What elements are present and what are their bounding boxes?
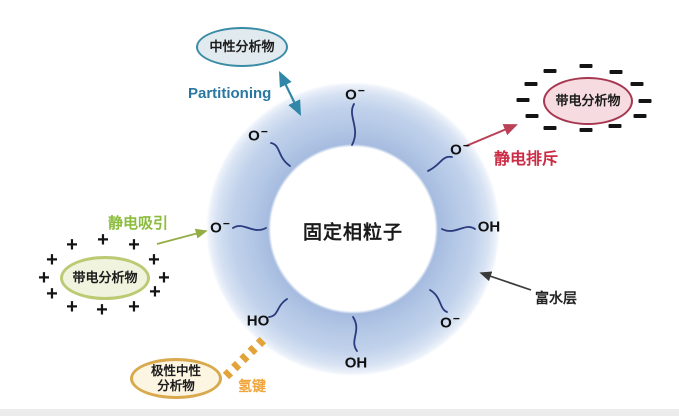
plus-charge-icon: + bbox=[66, 234, 78, 256]
plus-charge-icon: + bbox=[46, 249, 58, 271]
charged-analyte-positive-label: 带电分析物 bbox=[72, 269, 138, 285]
minus-charge-icon bbox=[543, 69, 557, 73]
electrostatic-repulsion-label: 静电排斥 bbox=[494, 151, 559, 168]
squiggle-bottom bbox=[352, 316, 358, 352]
plus-charge-icon: + bbox=[148, 249, 160, 271]
plus-charge-icon: + bbox=[97, 229, 109, 251]
squiggle-top bbox=[351, 103, 357, 146]
partitioning-double-arrow bbox=[279, 71, 301, 116]
minus-charge-icon bbox=[638, 99, 652, 103]
plus-charge-icon: + bbox=[128, 296, 140, 318]
charged-analyte-positive-ellipse: 带电分析物 bbox=[60, 256, 150, 300]
plus-charge-icon: + bbox=[66, 296, 78, 318]
squiggle-right bbox=[441, 226, 476, 232]
attraction-arrow bbox=[156, 228, 208, 245]
plus-charge-icon: + bbox=[46, 283, 58, 305]
plus-charge-icon: + bbox=[96, 299, 108, 321]
polar-neutral-analyte-ellipse: 极性中性 分析物 bbox=[130, 358, 222, 399]
functional-group-top: O− bbox=[345, 83, 365, 104]
minus-charge-icon bbox=[609, 70, 623, 74]
neutral-analyte-ellipse: 中性分析物 bbox=[196, 27, 288, 67]
plus-charge-icon: + bbox=[158, 267, 170, 289]
water-layer-arrow bbox=[479, 271, 532, 291]
hydrogen-bond-label: 氢键 bbox=[238, 378, 266, 394]
charged-analyte-negative-label: 带电分析物 bbox=[555, 92, 621, 108]
minus-charge-icon bbox=[579, 128, 593, 132]
functional-group-right: OH bbox=[477, 218, 501, 236]
functional-group-upper-right: O− bbox=[450, 138, 470, 159]
polar-neutral-analyte-label: 极性中性 分析物 bbox=[151, 364, 201, 393]
polar-label-line1: 极性中性 bbox=[150, 364, 201, 379]
electrostatic-attraction-label: 静电吸引 bbox=[108, 215, 169, 232]
minus-charge-icon bbox=[524, 82, 538, 86]
squiggle-lower-right bbox=[429, 289, 448, 313]
squiggle-lower-left bbox=[268, 298, 288, 318]
functional-group-lower-left: HO bbox=[246, 312, 270, 330]
hydrogen-bond-dashes bbox=[222, 332, 271, 380]
minus-charge-icon bbox=[579, 64, 593, 68]
minus-charge-icon bbox=[633, 114, 647, 118]
particle-label: 固定相粒子 bbox=[302, 222, 404, 244]
minus-charge-icon bbox=[525, 114, 539, 118]
minus-charge-icon bbox=[608, 124, 622, 128]
bottom-border-strip bbox=[0, 409, 679, 416]
polar-label-line2: 分析物 bbox=[157, 378, 195, 393]
functional-group-upper-left: O− bbox=[248, 124, 268, 145]
squiggle-upper-left bbox=[270, 142, 291, 167]
squiggle-left bbox=[232, 225, 267, 231]
plus-charge-icon: + bbox=[149, 281, 161, 303]
minus-charge-icon bbox=[516, 98, 530, 102]
minus-charge-icon bbox=[543, 126, 557, 130]
charged-analyte-negative-ellipse: 带电分析物 bbox=[543, 77, 633, 125]
functional-group-bottom: OH bbox=[344, 354, 368, 372]
plus-charge-icon: + bbox=[128, 234, 140, 256]
functional-group-lower-right: O− bbox=[440, 311, 460, 332]
water-rich-layer-label: 富水层 bbox=[535, 290, 577, 306]
minus-charge-icon bbox=[630, 82, 644, 86]
squiggle-upper-right bbox=[427, 155, 453, 172]
functional-group-left: O− bbox=[210, 216, 230, 237]
repulsion-arrow bbox=[465, 124, 518, 147]
plus-charge-icon: + bbox=[38, 267, 50, 289]
neutral-analyte-label: 中性分析物 bbox=[209, 38, 275, 54]
partitioning-label: Partitioning bbox=[188, 85, 272, 102]
